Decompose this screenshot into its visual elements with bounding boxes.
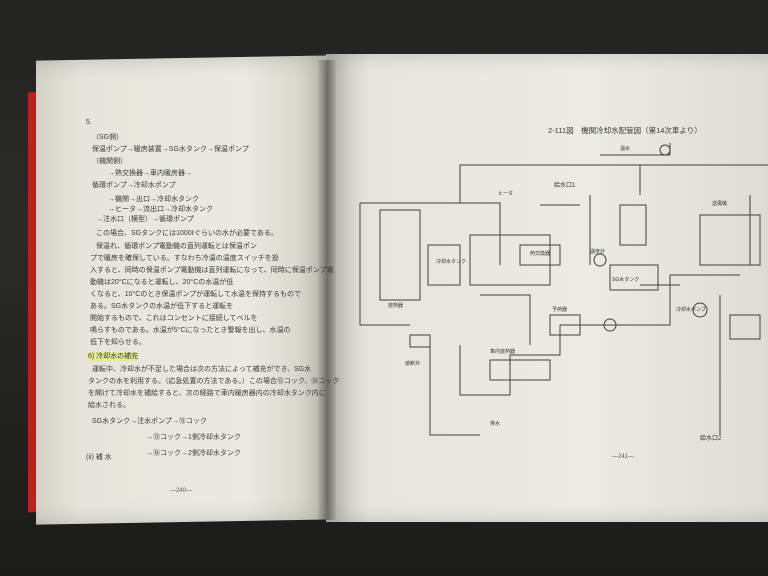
section-number: 5. (86, 119, 92, 126)
label-water-supply-2: 給水口2 (700, 434, 722, 442)
label-temp-switch: 温度計 (590, 248, 605, 255)
flow-line: →⑬コック→1側冷却水タンク (146, 434, 241, 441)
text-line: （SG側） (92, 134, 124, 141)
label-fan: 送風機 (712, 200, 727, 207)
label-heater: ヒータ (498, 190, 513, 197)
text-line: 入すると、同時の保温ポンプ電動機は直列運転になって、同時に保温ポンプ電 (90, 267, 334, 274)
text-line: →機関→出口→冷却水タンク (108, 196, 199, 203)
text-line: →熱交換器→車内暖房器→ (108, 170, 192, 177)
label-water-supply: 給水口1 (554, 181, 576, 189)
text-line: 低下を知らせる。 (90, 339, 146, 346)
label-heat-exchanger: 熱交換器 (530, 250, 550, 257)
subsection-heading: 6) 冷却水の補充 (88, 352, 139, 361)
heat-exchanger (519, 244, 561, 266)
label-sg-tank: SG水タンク (612, 276, 639, 283)
right-cabinet (699, 214, 761, 266)
text-line: タンクの水を利用する。（応急処置の方法である。）この場合⑬コック、⑭コック (88, 378, 340, 385)
book-gutter (318, 60, 336, 520)
label-cooling-tank: 冷却水タンク (436, 258, 466, 265)
text-line: を開けて冷却水を補給すると、次の経路で車内暖房器内の冷却水タンク内に (88, 390, 326, 397)
label-hot: 温水 (620, 145, 630, 152)
label-pump: 冷却水ポンプ (676, 306, 706, 313)
right-page-number: —241— (612, 454, 635, 460)
text-line: ある。SG水タンクの水温が低下すると運転を (90, 303, 234, 310)
right-page (326, 54, 768, 522)
text-line: 動機は20°Cになると運転し、20°Cの水温が低 (90, 279, 234, 286)
text-line: くなると、10°Cのとき保温ポンプが運転して水温を保持するもので (90, 291, 301, 298)
text-line: 保温れ、循環ポンプ電動機の直列運転とは保温ポン (96, 243, 257, 250)
text-line: 保温ポンプ→暖房装置→SG水タンク→保温ポンプ (92, 146, 249, 153)
text-line: （機関側） (92, 158, 127, 165)
text-line: 循環ポンプ→冷却水ポンプ (92, 182, 176, 189)
label-pre-heater: 予熱器 (552, 306, 567, 313)
left-page-number: —240— (170, 488, 193, 494)
figure-title: 2-111図 機関冷却水配管図（第14次車より） (548, 126, 702, 135)
subheading: (ii) 補 水 (86, 454, 112, 461)
text-line: 運転中、冷却水が不足した場合は次の方法によって補充ができ、SG水 (92, 366, 312, 373)
text-line: →ヒータ→流出口→冷却水タンク (108, 206, 213, 213)
label-valve: 遮断弁 (405, 360, 420, 367)
text-line: 給水される。 (88, 402, 130, 409)
engine-block (469, 234, 551, 286)
text-line: →注水口（横型）→循環ポンプ (96, 216, 194, 223)
text-line: 開始するもので、これはコンセントに接続してベルを (90, 315, 258, 322)
text-line: プで暖房を確保している。すなわち冷温の温度スイッチを投 (90, 255, 279, 262)
pre-heater (549, 314, 581, 336)
flow-line: →⑭コック→2側冷却水タンク (146, 450, 241, 457)
label-radiator: 放熱器 (388, 302, 403, 309)
label-drain: 排水 (490, 420, 500, 427)
sg-tank (609, 264, 659, 291)
water-tank (619, 204, 647, 246)
car-heater (489, 359, 551, 381)
flow-line: SG水タンク→注水ポンプ→⑬コック (92, 418, 207, 425)
text-line: この場合、SGタンクには1000ℓぐらいの水が必要である。 (96, 230, 278, 237)
text-line: 鳴らすものである。水温が5°Cになったとき警報を出し、水温の (90, 327, 291, 334)
cooling-water-piping-diagram: 給水口1 給水口2 温度計 SG水タンク 冷却水タンク 車内放熱器 熱交換器 予… (359, 143, 768, 442)
label-car-heater: 車内放熱器 (490, 348, 515, 355)
radiator-block (379, 209, 421, 301)
cooling-tank (427, 244, 461, 286)
